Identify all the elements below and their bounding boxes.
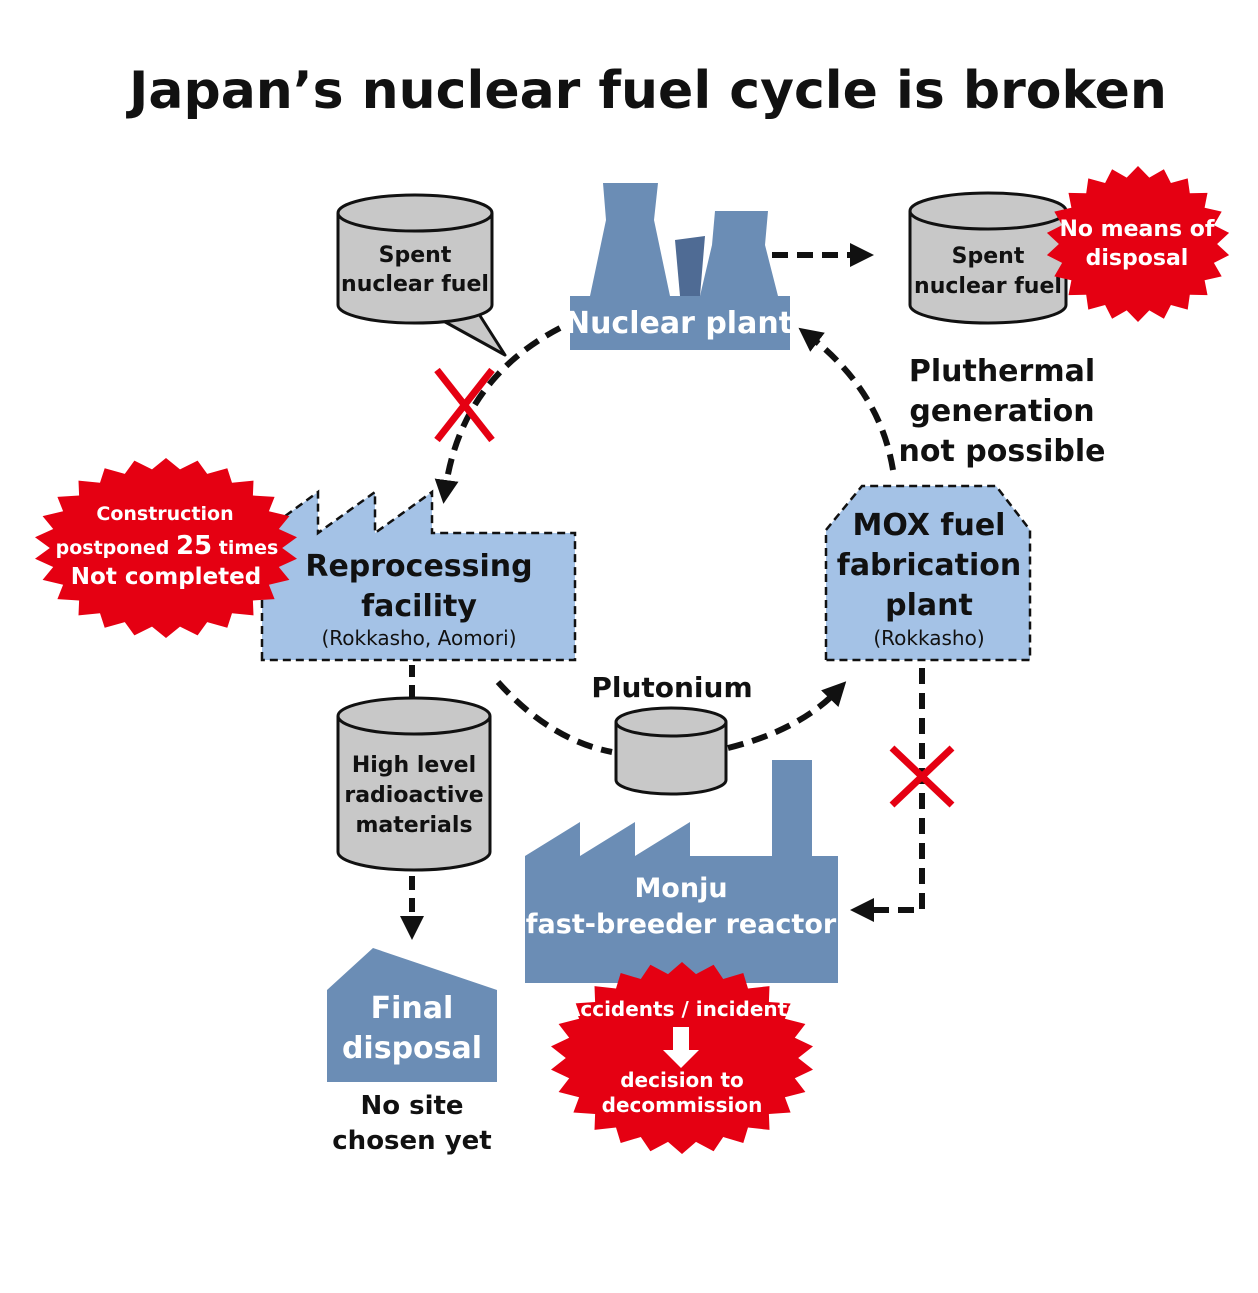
spent-fuel-right-line2: nuclear fuel xyxy=(914,274,1062,299)
monju-status-line2: decision to xyxy=(620,1068,744,1092)
final-disposal-line2: disposal xyxy=(342,1031,482,1066)
plutonium-label: Plutonium xyxy=(591,671,752,704)
pluthermal-line1: Pluthermal xyxy=(909,354,1095,389)
monju-line2: fast-breeder reactor xyxy=(526,909,837,940)
no-disposal-line1: No means of xyxy=(1060,217,1215,242)
no-site-line1: No site xyxy=(360,1091,463,1121)
reprocessing-name-line2: facility xyxy=(361,589,477,624)
no-disposal-badge xyxy=(1047,166,1229,322)
spent-fuel-left-line1: Spent xyxy=(379,243,452,268)
high-level-line3: materials xyxy=(355,813,472,838)
reprocessing-name-line1: Reprocessing xyxy=(305,549,532,584)
construction-suffix: times xyxy=(212,537,278,559)
pluthermal-line3: not possible xyxy=(899,434,1106,469)
arrow-mox-to-plant xyxy=(808,335,893,470)
final-disposal-line1: Final xyxy=(371,991,454,1026)
mox-name-line3: plant xyxy=(885,588,973,623)
pluthermal-line2: generation xyxy=(909,394,1094,429)
plutonium-cylinder xyxy=(616,708,726,794)
mox-location: (Rokkasho) xyxy=(873,626,984,650)
spent-fuel-left-line2: nuclear fuel xyxy=(341,272,489,297)
no-disposal-line2: disposal xyxy=(1086,246,1189,271)
monju-status-line1: Accidents / incidents xyxy=(565,997,799,1021)
construction-line1: Construction xyxy=(96,503,233,525)
mox-name-line1: MOX fuel xyxy=(853,508,1006,543)
nuclear-plant-label: Nuclear plant xyxy=(565,306,793,341)
high-level-line2: radioactive xyxy=(344,783,483,808)
broken-link-x-icon xyxy=(437,370,492,440)
construction-number: 25 xyxy=(176,531,212,561)
construction-line3: Not completed xyxy=(71,564,261,590)
construction-prefix: postponed xyxy=(56,537,176,559)
reprocessing-location: (Rokkasho, Aomori) xyxy=(321,626,516,650)
page-title: Japan’s nuclear fuel cycle is broken xyxy=(126,61,1167,121)
high-level-line1: High level xyxy=(352,753,476,778)
monju-line1: Monju xyxy=(634,873,727,904)
spent-fuel-right-line1: Spent xyxy=(952,244,1025,269)
no-site-line2: chosen yet xyxy=(332,1126,491,1156)
mox-name-line2: fabrication xyxy=(837,548,1021,583)
monju-status-line3: decommission xyxy=(602,1093,763,1117)
